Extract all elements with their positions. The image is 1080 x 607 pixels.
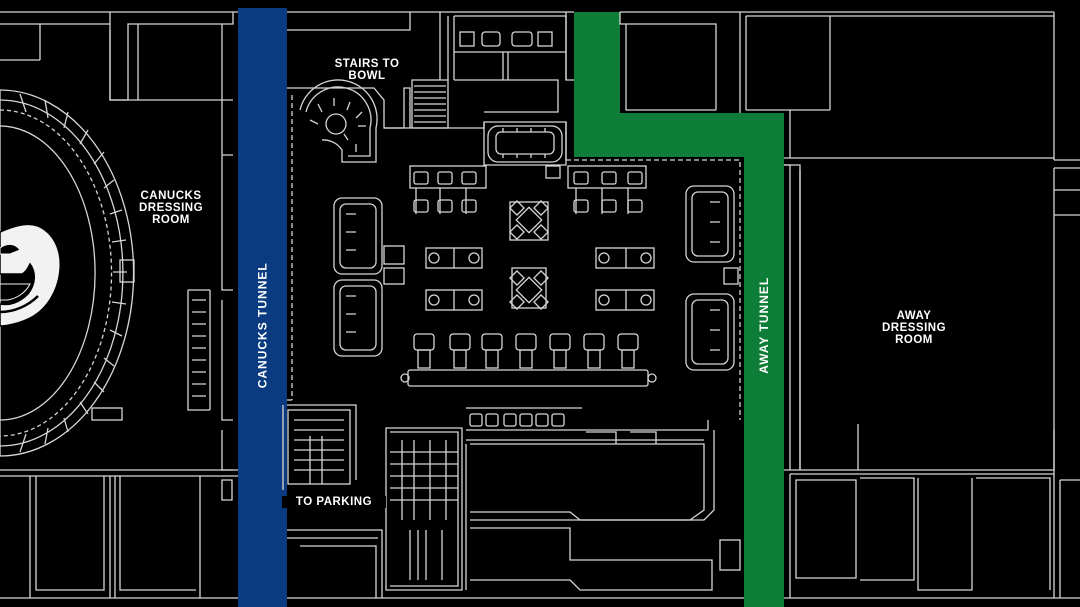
away-dressing-room-label: AWAY DRESSING ROOM (862, 310, 966, 346)
away-tunnel-path (574, 12, 784, 607)
to-parking-label: TO PARKING (282, 496, 386, 509)
canucks-room-line2: DRESSING (138, 202, 204, 215)
away-room-line2: DRESSING (881, 322, 947, 335)
away-room-line3: ROOM (895, 334, 933, 347)
stairs-label-line2: BOWL (348, 70, 386, 83)
away-room-line1: AWAY (896, 310, 932, 322)
canucks-dressing-room-label: CANUCKS DRESSING ROOM (116, 190, 226, 226)
canucks-tunnel-label: CANUCKS TUNNEL (255, 262, 270, 388)
canucks-tunnel-label-wrap: CANUCKS TUNNEL (238, 240, 287, 410)
away-tunnel-label-wrap: AWAY TUNNEL (744, 240, 784, 410)
away-tunnel-label: AWAY TUNNEL (756, 276, 771, 374)
canucks-room-line3: ROOM (152, 214, 190, 227)
stairs-to-bowl-label: STAIRS TO BOWL (317, 58, 417, 82)
canucks-tunnel-path (238, 8, 287, 607)
orca-logo-icon (0, 223, 61, 327)
canucks-room-line1: CANUCKS (140, 190, 202, 202)
stairs-label-line1: STAIRS TO (334, 58, 400, 70)
